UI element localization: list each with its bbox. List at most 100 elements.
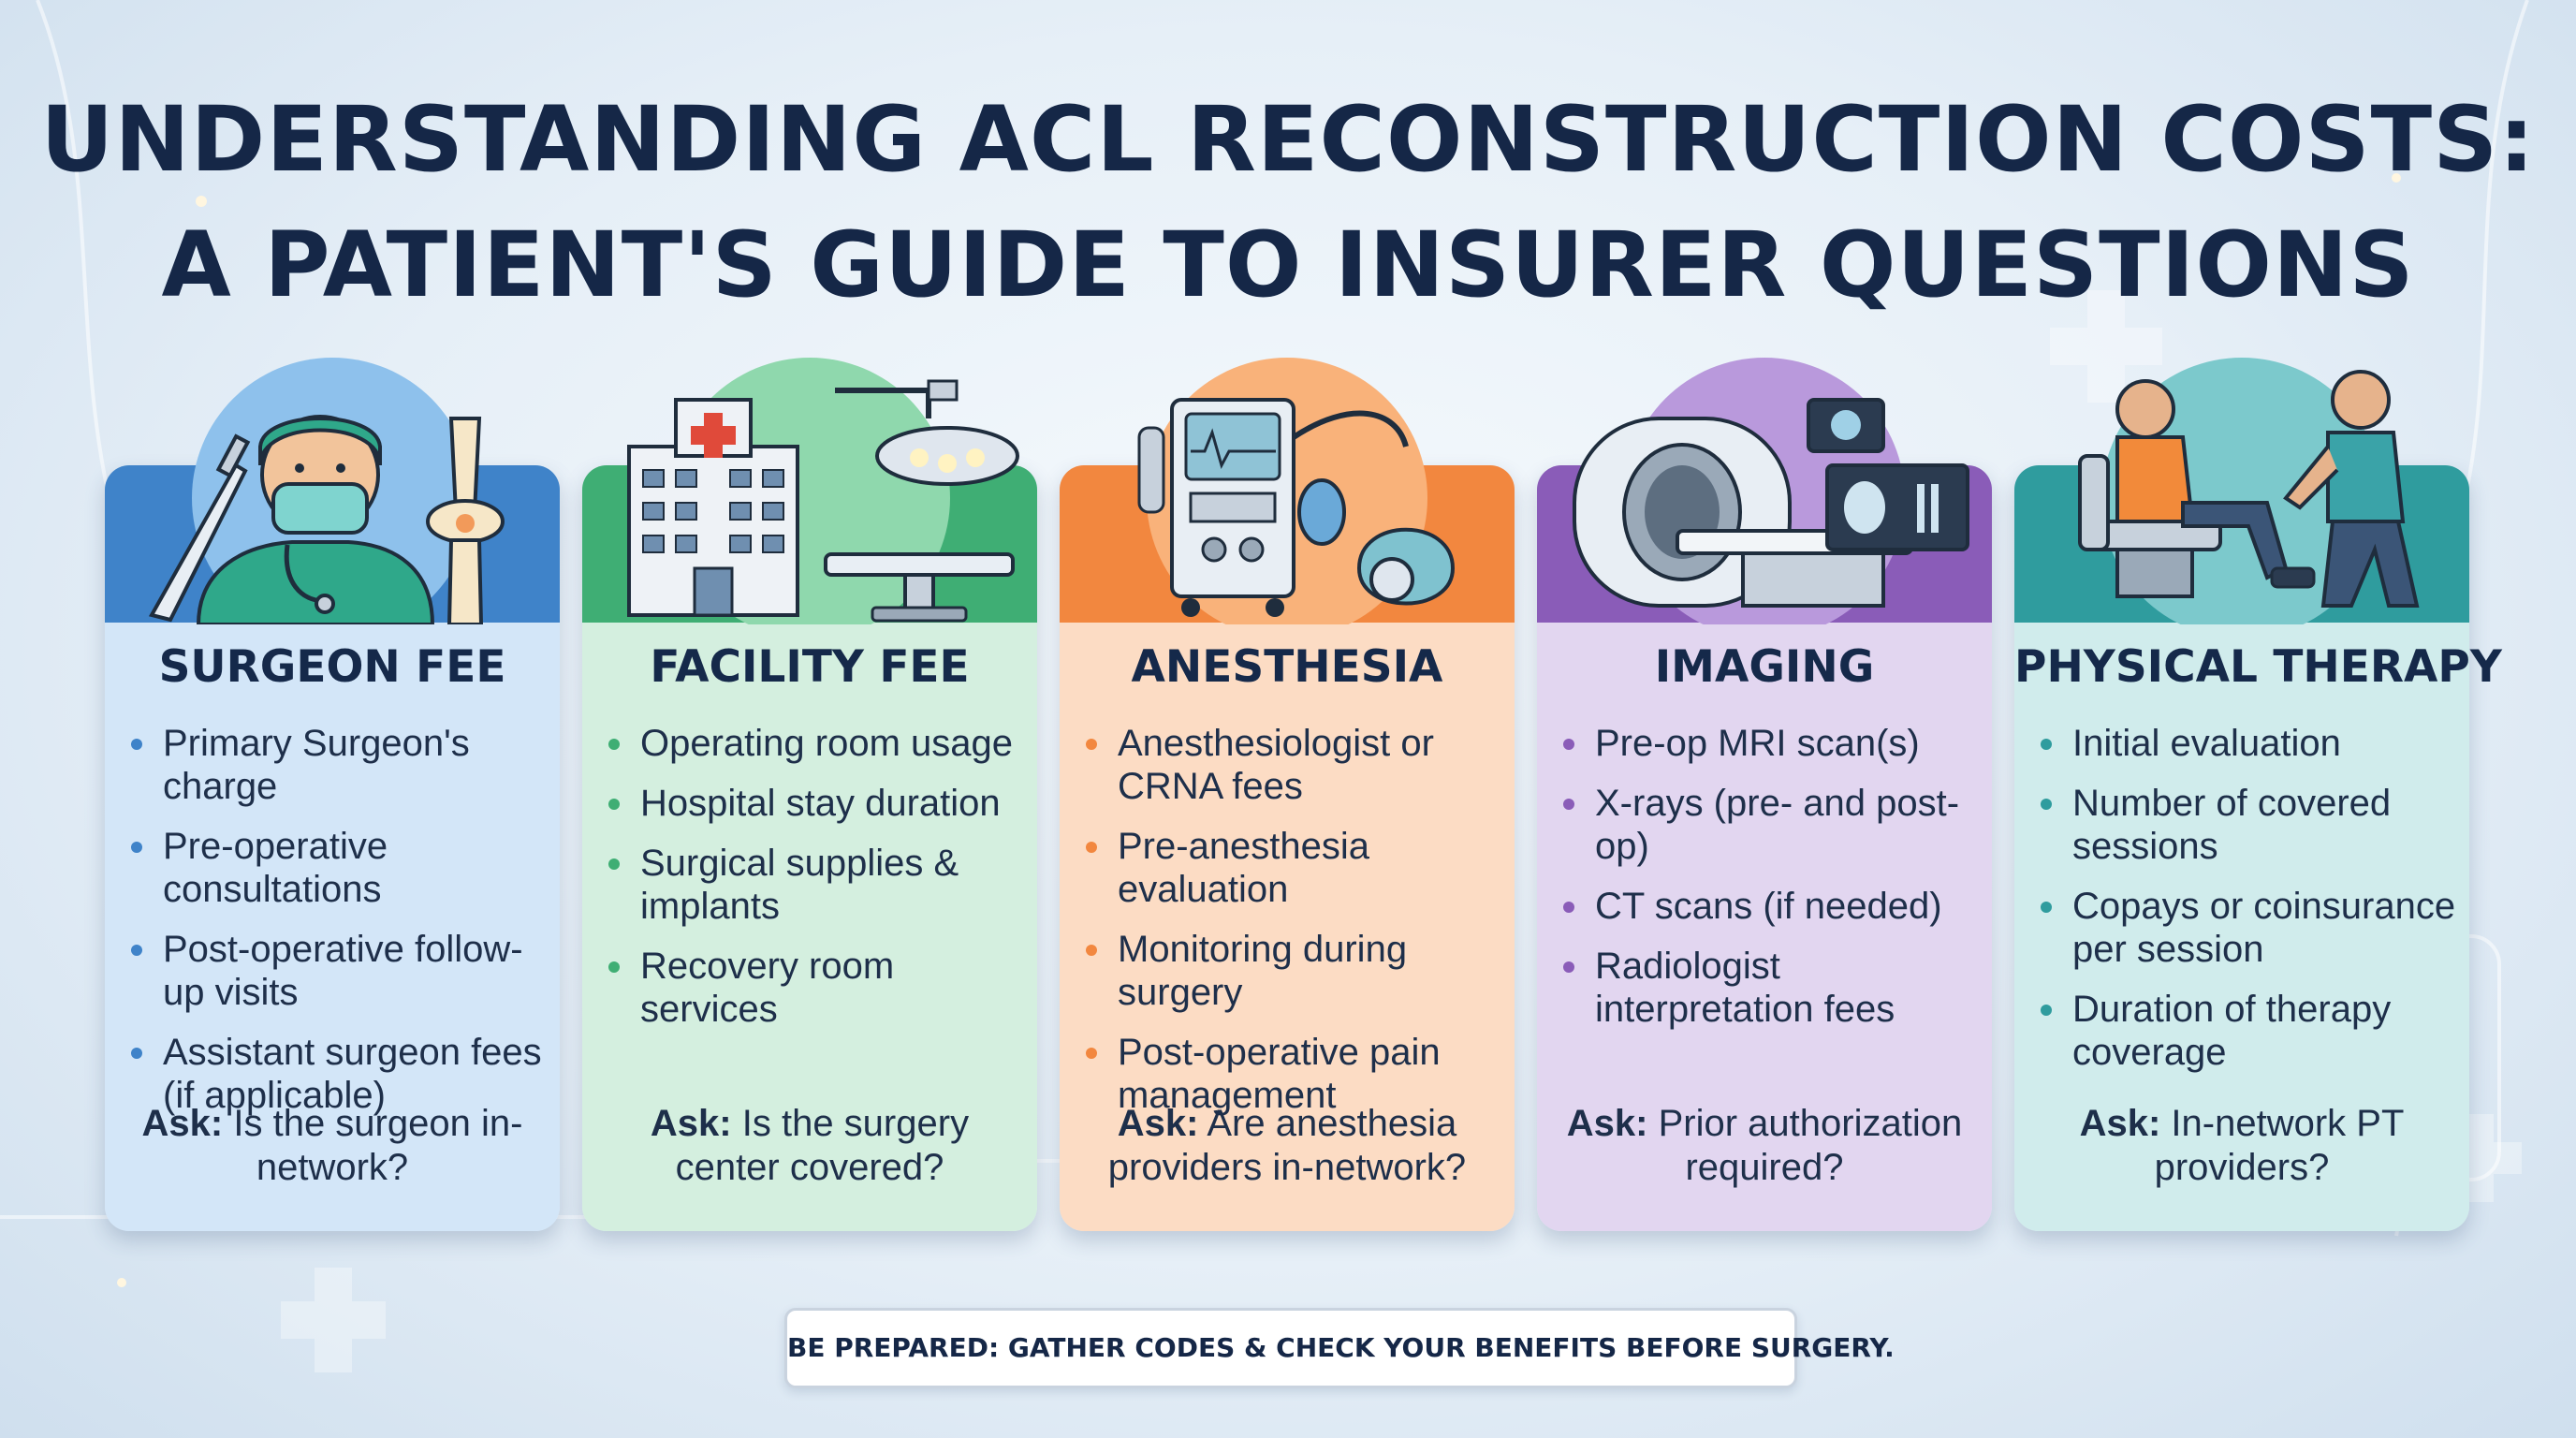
item-text: Pre-operative consultations	[163, 826, 388, 910]
bullet	[608, 799, 620, 810]
bullet	[1563, 961, 1574, 973]
footer-banner: BE PREPARED: GATHER CODES & CHECK YOUR B…	[784, 1308, 1895, 1388]
ask-label: Ask:	[2079, 1103, 2161, 1144]
card-title: ANESTHESIA	[1131, 641, 1443, 693]
item-text: Assistant surgeon fees (if applicable)	[163, 1032, 542, 1116]
list-item: Monitoring during surgery	[1080, 928, 1507, 1014]
ask-text: Is the surgery center covered?	[675, 1103, 970, 1188]
list-item: X-rays (pre- and post-op)	[1558, 782, 1984, 868]
ask-label: Ask:	[650, 1103, 732, 1144]
bullet	[131, 842, 142, 853]
item-text: Operating room usage	[640, 723, 1014, 764]
item-text: X-rays (pre- and post-op)	[1595, 783, 1960, 867]
item-text: CT scans (if needed)	[1595, 886, 1942, 927]
item-text: Radiologist interpretation fees	[1595, 946, 1895, 1030]
bullet	[2041, 799, 2052, 810]
card-body	[1537, 623, 1992, 1231]
list-item: Number of covered sessions	[2035, 782, 2462, 868]
card-body	[2014, 623, 2469, 1231]
item-list: Initial evaluation Number of covered ses…	[2035, 722, 2462, 1091]
bullet	[131, 739, 142, 750]
item-text: Pre-anesthesia evaluation	[1118, 826, 1370, 910]
ask-text: Are anesthesia providers in-network?	[1107, 1103, 1467, 1188]
item-list: Primary Surgeon's charge Pre-operative c…	[125, 722, 552, 1134]
item-text: Recovery room services	[640, 946, 895, 1030]
card-anesthesia: ANESTHESIA Anesthesiologist or CRNA fees…	[1060, 358, 1515, 1231]
ask-question: Ask: Is the surgery center covered?	[601, 1102, 1018, 1190]
item-text: Anesthesiologist or CRNA fees	[1118, 723, 1434, 807]
bullet	[1086, 1048, 1097, 1059]
bullet	[1563, 799, 1574, 810]
bullet	[608, 858, 620, 870]
list-item: Assistant surgeon fees (if applicable)	[125, 1031, 552, 1117]
list-item: Surgical supplies & implants	[603, 842, 1030, 928]
card-physical-therapy: PHYSICAL THERAPY Initial evaluation Numb…	[2014, 358, 2502, 1231]
bullet	[1086, 842, 1097, 853]
list-item: Recovery room services	[603, 945, 1030, 1031]
card-body	[105, 623, 560, 1231]
ask-text: Is the surgeon in-network?	[223, 1103, 523, 1188]
ask-label: Ask:	[1117, 1103, 1199, 1144]
item-text: Copays or coinsurance per session	[2072, 886, 2456, 970]
list-item: Post-operative pain management	[1080, 1031, 1507, 1117]
anesthesia-machine-icon	[1137, 358, 1456, 624]
item-text: Initial evaluation	[2072, 723, 2341, 764]
bullet	[131, 1048, 142, 1059]
ask-question: Ask: Prior authorization required?	[1556, 1102, 1973, 1190]
page-title: UNDERSTANDING ACL RECONSTRUCTION COSTS: …	[0, 77, 2576, 328]
bullet	[2041, 1005, 2052, 1016]
bullet	[2041, 902, 2052, 913]
item-text: Surgical supplies & implants	[640, 843, 959, 927]
item-text: Post-operative follow-up visits	[163, 929, 523, 1013]
list-item: Duration of therapy coverage	[2035, 988, 2462, 1074]
bullet	[1563, 739, 1574, 750]
item-text: Number of covered sessions	[2072, 783, 2392, 867]
list-item: Pre-anesthesia evaluation	[1080, 825, 1507, 911]
card-body	[1060, 623, 1515, 1231]
card-imaging: IMAGING Pre-op MRI scan(s) X-rays (pre- …	[1537, 358, 1992, 1231]
list-item: Radiologist interpretation fees	[1558, 945, 1984, 1031]
item-list: Anesthesiologist or CRNA fees Pre-anesth…	[1080, 722, 1507, 1134]
list-item: Operating room usage	[603, 722, 1030, 765]
list-item: Post-operative follow-up visits	[125, 928, 552, 1014]
ask-question: Ask: In-network PT providers?	[2033, 1102, 2451, 1190]
bullet	[608, 739, 620, 750]
ask-text: Prior authorization required?	[1647, 1103, 1963, 1188]
list-item: Hospital stay duration	[603, 782, 1030, 825]
bullet	[1086, 739, 1097, 750]
card-title: PHYSICAL THERAPY	[2014, 641, 2502, 693]
bullet	[1563, 902, 1574, 913]
surgeon-knee-icon	[148, 358, 505, 624]
item-list: Operating room usage Hospital stay durat…	[603, 722, 1030, 1048]
card-body	[582, 623, 1037, 1231]
bullet	[1086, 945, 1097, 956]
bullet	[2041, 739, 2052, 750]
ask-label: Ask:	[1566, 1103, 1648, 1144]
card-surgeon-fee: SURGEON FEE Primary Surgeon's charge Pre…	[105, 358, 560, 1231]
list-item: Copays or coinsurance per session	[2035, 885, 2462, 971]
hospital-operating-room-icon	[627, 358, 1019, 624]
list-item: Pre-op MRI scan(s)	[1558, 722, 1984, 765]
ask-question: Ask: Is the surgeon in-network?	[124, 1102, 541, 1190]
ask-text: In-network PT providers?	[2154, 1103, 2405, 1188]
list-item: Initial evaluation	[2035, 722, 2462, 765]
item-text: Hospital stay duration	[640, 783, 1001, 824]
card-title: IMAGING	[1654, 641, 1875, 693]
bullet	[608, 961, 620, 973]
item-text: Duration of therapy coverage	[2072, 989, 2392, 1073]
physical-therapy-icon	[2078, 358, 2420, 624]
list-item: Primary Surgeon's charge	[125, 722, 552, 808]
title-line-2: A PATIENT'S GUIDE TO INSURER QUESTIONS	[161, 213, 2415, 317]
mri-scanner-icon	[1573, 358, 1969, 624]
card-title: SURGEON FEE	[158, 641, 506, 693]
list-item: CT scans (if needed)	[1558, 885, 1984, 928]
title-line-1: UNDERSTANDING ACL RECONSTRUCTION COSTS:	[40, 87, 2536, 192]
item-text: Post-operative pain management	[1118, 1032, 1441, 1116]
ask-label: Ask:	[141, 1103, 224, 1144]
ask-question: Ask: Are anesthesia providers in-network…	[1078, 1102, 1496, 1190]
item-text: Primary Surgeon's charge	[163, 723, 470, 807]
list-item: Pre-operative consultations	[125, 825, 552, 911]
item-text: Pre-op MRI scan(s)	[1595, 723, 1920, 764]
card-title: FACILITY FEE	[650, 641, 970, 693]
item-list: Pre-op MRI scan(s) X-rays (pre- and post…	[1558, 722, 1984, 1048]
